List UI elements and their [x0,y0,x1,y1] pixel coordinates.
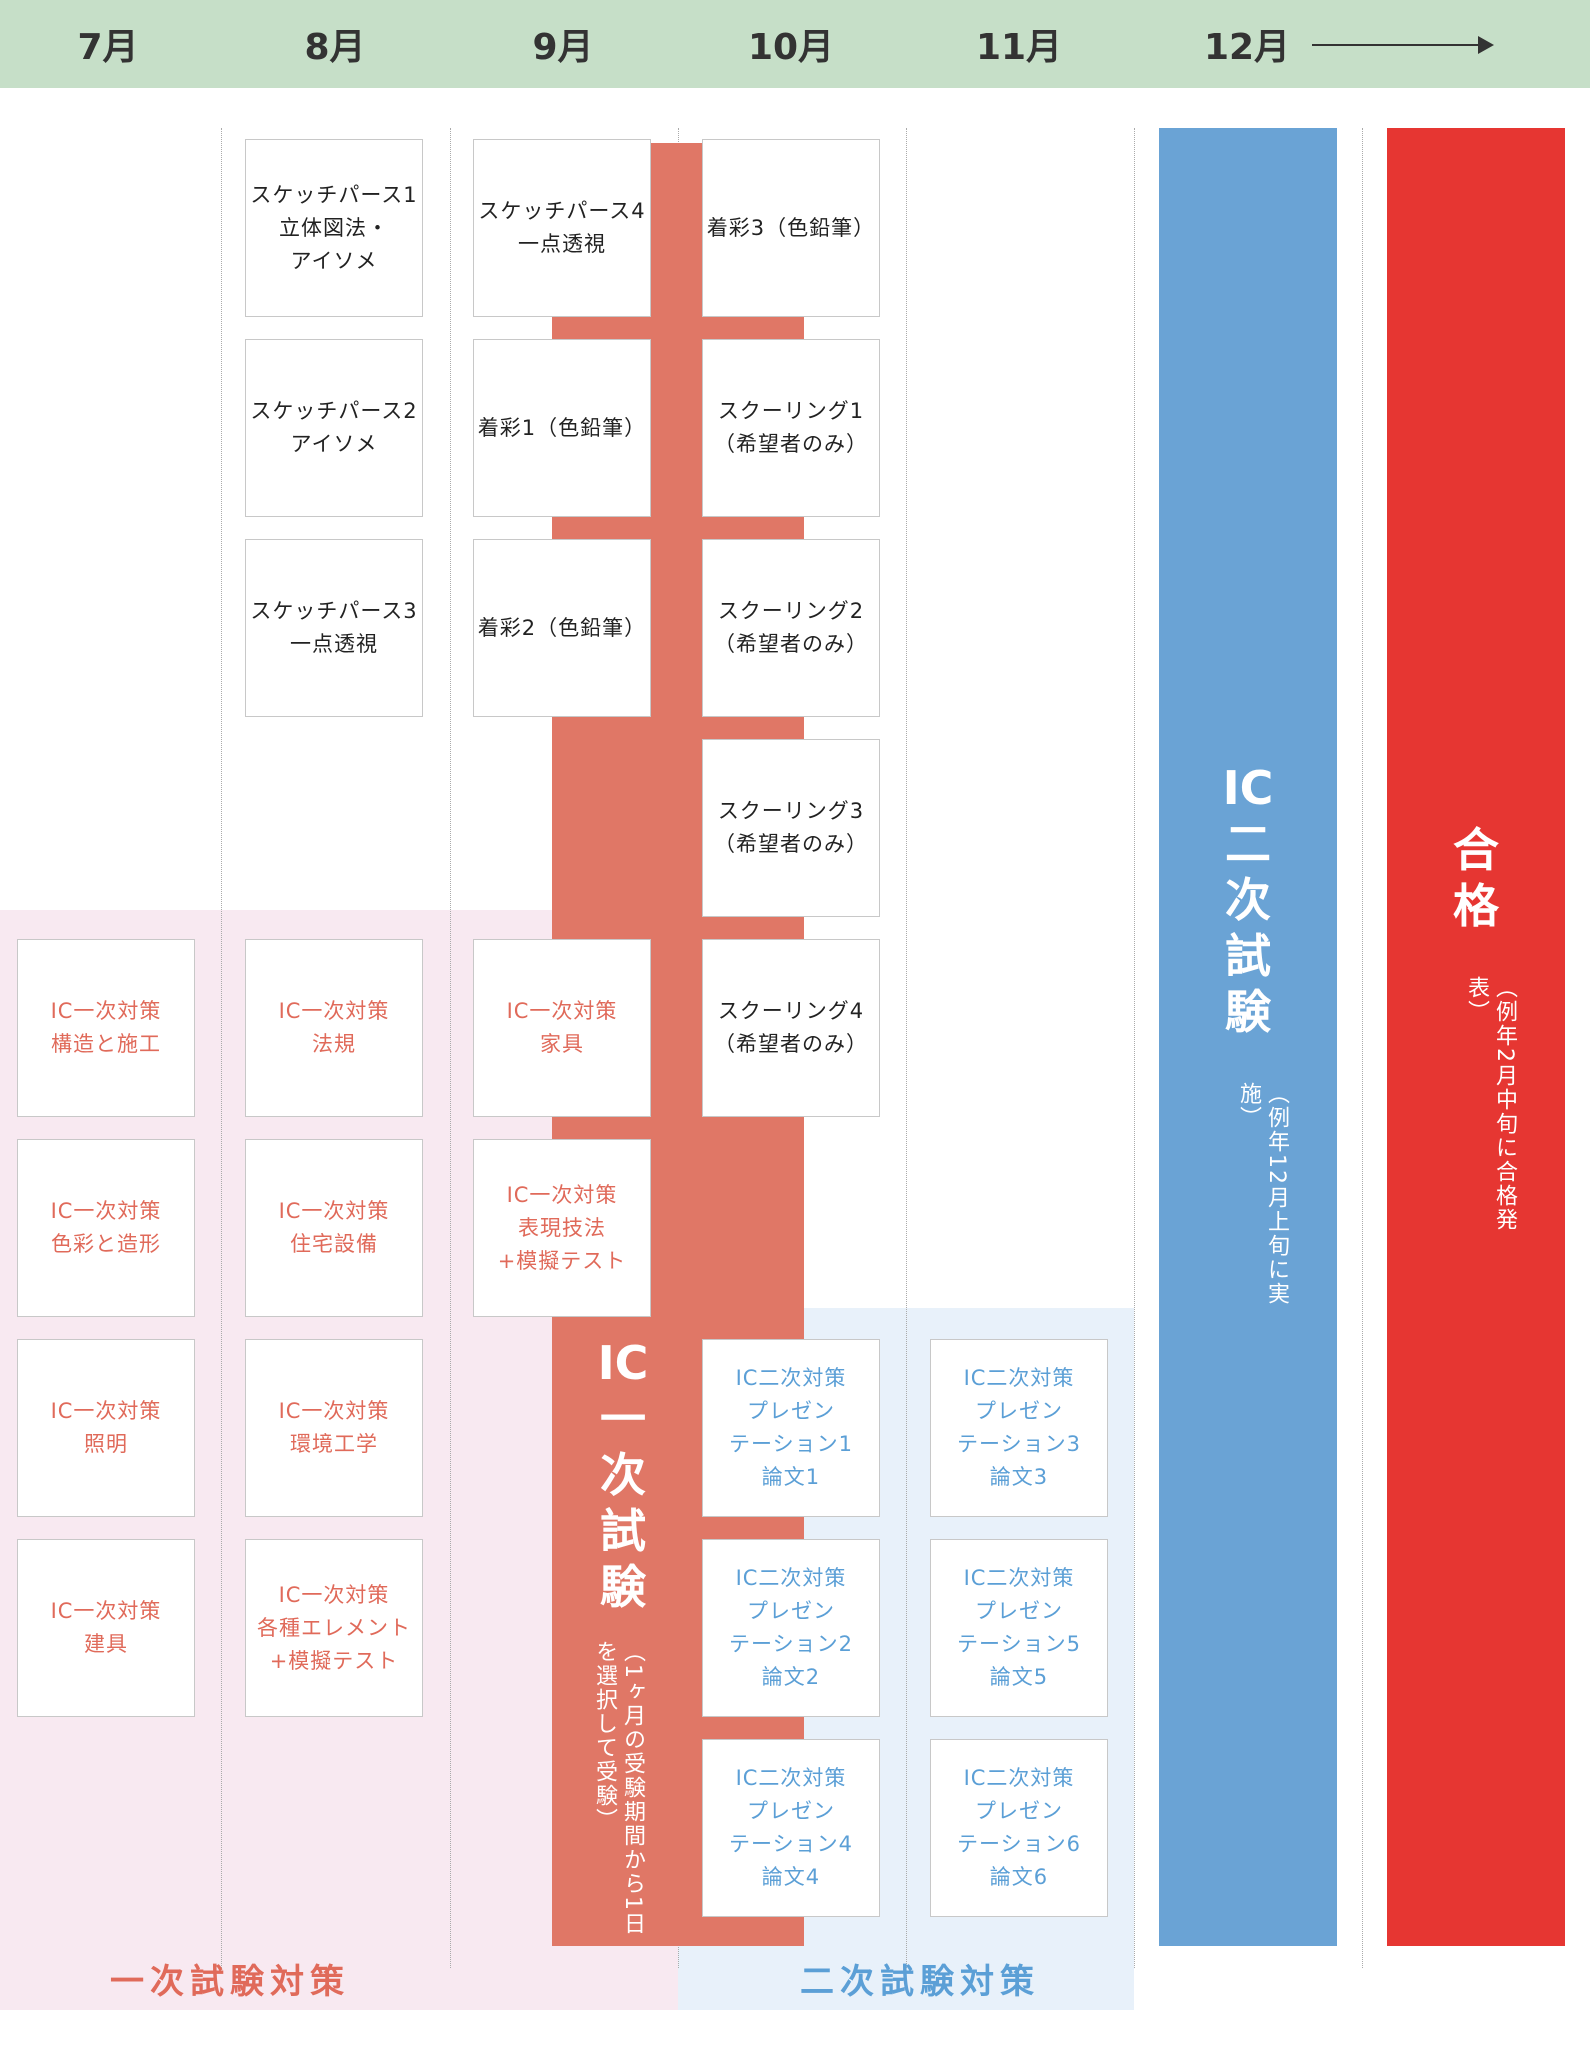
month-divider [1134,128,1135,1968]
ic1-exam-title-char: 試 [600,1504,646,1558]
card-coloring-1: 着彩1（色鉛筆） [473,339,651,517]
card-sketch-perspective-2: スケッチパース2 アイソメ [245,339,423,517]
ic1-exam-title-char: IC [597,1336,649,1390]
month-label-sep: 9月 [532,27,594,68]
month-divider [450,128,451,1968]
month-divider [906,128,907,1968]
timeline-arrow-line [1312,44,1482,46]
month-label-oct: 10月 [747,27,835,68]
card-sketch-perspective-4: スケッチパース4 一点透視 [473,139,651,317]
card-schooling-3: スクーリング3 （希望者のみ） [702,739,880,917]
month-label-nov: 11月 [975,27,1063,68]
ic1-exam-title-char: 一 [600,1392,646,1446]
pass-title: 合 格 [1431,822,1521,934]
arrow-right-icon [1478,36,1494,54]
ic1-exam-note: （1ヶ月の受験期間から1日を選択して受験） [592,1640,645,1936]
pass-note: （例年2月中旬に合格発表） [1464,976,1517,1232]
ic2-exam-title-char: IC [1222,761,1274,815]
month-label-jul: 7月 [77,27,139,68]
ic2-exam-title: IC 二 次 試 験 [1203,760,1293,1040]
ic2-exam-title-char: 験 [1225,985,1271,1039]
card-ic1-lighting: IC一次対策 照明 [17,1339,195,1517]
card-ic2-presentation-4: IC二次対策 プレゼン テーション4 論文4 [702,1739,880,1917]
ic1-exam-title-char: 験 [600,1560,646,1614]
card-ic2-presentation-2: IC二次対策 プレゼン テーション2 論文2 [702,1539,880,1717]
ic1-exam-title-char: 次 [600,1448,646,1502]
card-sketch-perspective-3: スケッチパース3 一点透視 [245,539,423,717]
card-schooling-4: スクーリング4 （希望者のみ） [702,939,880,1117]
card-ic1-expression: IC一次対策 表現技法 +模擬テスト [473,1139,651,1317]
ic2-exam-title-char: 二 [1225,817,1271,871]
month-divider [221,128,222,1968]
card-coloring-3: 着彩3（色鉛筆） [702,139,880,317]
card-ic1-elements: IC一次対策 各種エレメント +模擬テスト [245,1539,423,1717]
pass-band [1387,128,1565,1946]
month-label-dec: 12月 [1203,27,1291,68]
phase1-section-label: 一次試験対策 [110,1962,350,2002]
card-schooling-2: スクーリング2 （希望者のみ） [702,539,880,717]
card-ic1-fittings: IC一次対策 建具 [17,1539,195,1717]
ic2-exam-note: （例年12月上旬に実施） [1236,1082,1289,1306]
card-ic2-presentation-1: IC二次対策 プレゼン テーション1 論文1 [702,1339,880,1517]
ic2-exam-title-char: 次 [1225,873,1271,927]
card-ic1-structure: IC一次対策 構造と施工 [17,939,195,1117]
phase2-section-label: 二次試験対策 [800,1962,1040,2002]
card-ic2-presentation-6: IC二次対策 プレゼン テーション6 論文6 [930,1739,1108,1917]
card-ic1-environment: IC一次対策 環境工学 [245,1339,423,1517]
card-schooling-1: スクーリング1 （希望者のみ） [702,339,880,517]
month-divider [1362,128,1363,1968]
card-ic1-housing: IC一次対策 住宅設備 [245,1139,423,1317]
month-label-aug: 8月 [304,27,366,68]
card-sketch-perspective-1: スケッチパース1 立体図法・ アイソメ [245,139,423,317]
ic2-exam-band [1159,128,1337,1946]
card-ic1-law: IC一次対策 法規 [245,939,423,1117]
card-ic2-presentation-5: IC二次対策 プレゼン テーション5 論文5 [930,1539,1108,1717]
pass-title-char: 格 [1453,879,1499,933]
card-ic1-color: IC一次対策 色彩と造形 [17,1139,195,1317]
card-ic1-furniture: IC一次対策 家具 [473,939,651,1117]
ic2-exam-title-char: 試 [1225,929,1271,983]
card-ic2-presentation-3: IC二次対策 プレゼン テーション3 論文3 [930,1339,1108,1517]
pass-title-char: 合 [1453,823,1499,877]
ic1-exam-title: IC 一 次 試 験 [578,1335,668,1615]
card-coloring-2: 着彩2（色鉛筆） [473,539,651,717]
